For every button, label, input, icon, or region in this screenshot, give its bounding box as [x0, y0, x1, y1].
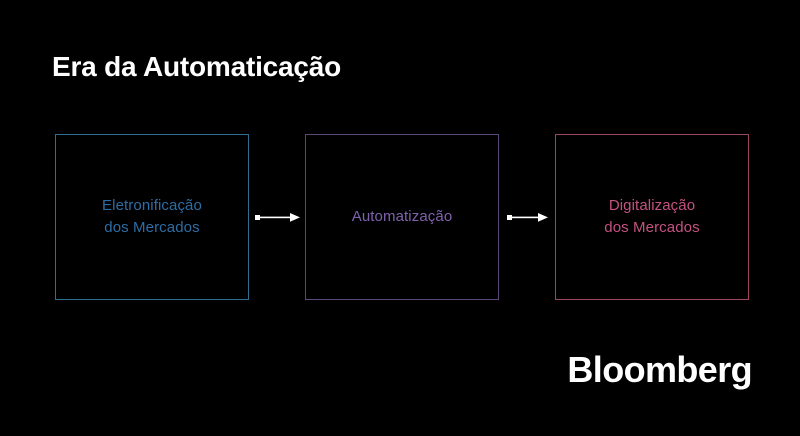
stage-label-digitalizacao: Digitalização dos Mercados — [604, 197, 700, 236]
stage-box-digitalizacao[interactable]: Digitalização dos Mercados — [555, 134, 749, 300]
page-title: Era da Automaticação — [52, 51, 342, 82]
process-flow-diagram: Eletronificação dos Mercados Automatizaç… — [0, 134, 800, 302]
stage-label-eletronificacao: Eletronificação dos Mercados — [102, 197, 202, 236]
bloomberg-logo: Bloomberg — [567, 349, 752, 390]
arrow-right-icon — [504, 209, 552, 225]
stage-box-eletronificacao[interactable]: Eletronificação dos Mercados — [55, 134, 249, 300]
stage-box-automatizacao[interactable]: Automatização — [305, 134, 499, 300]
stage-label-automatizacao: Automatização — [351, 208, 453, 225]
arrow-right-icon — [254, 209, 302, 225]
